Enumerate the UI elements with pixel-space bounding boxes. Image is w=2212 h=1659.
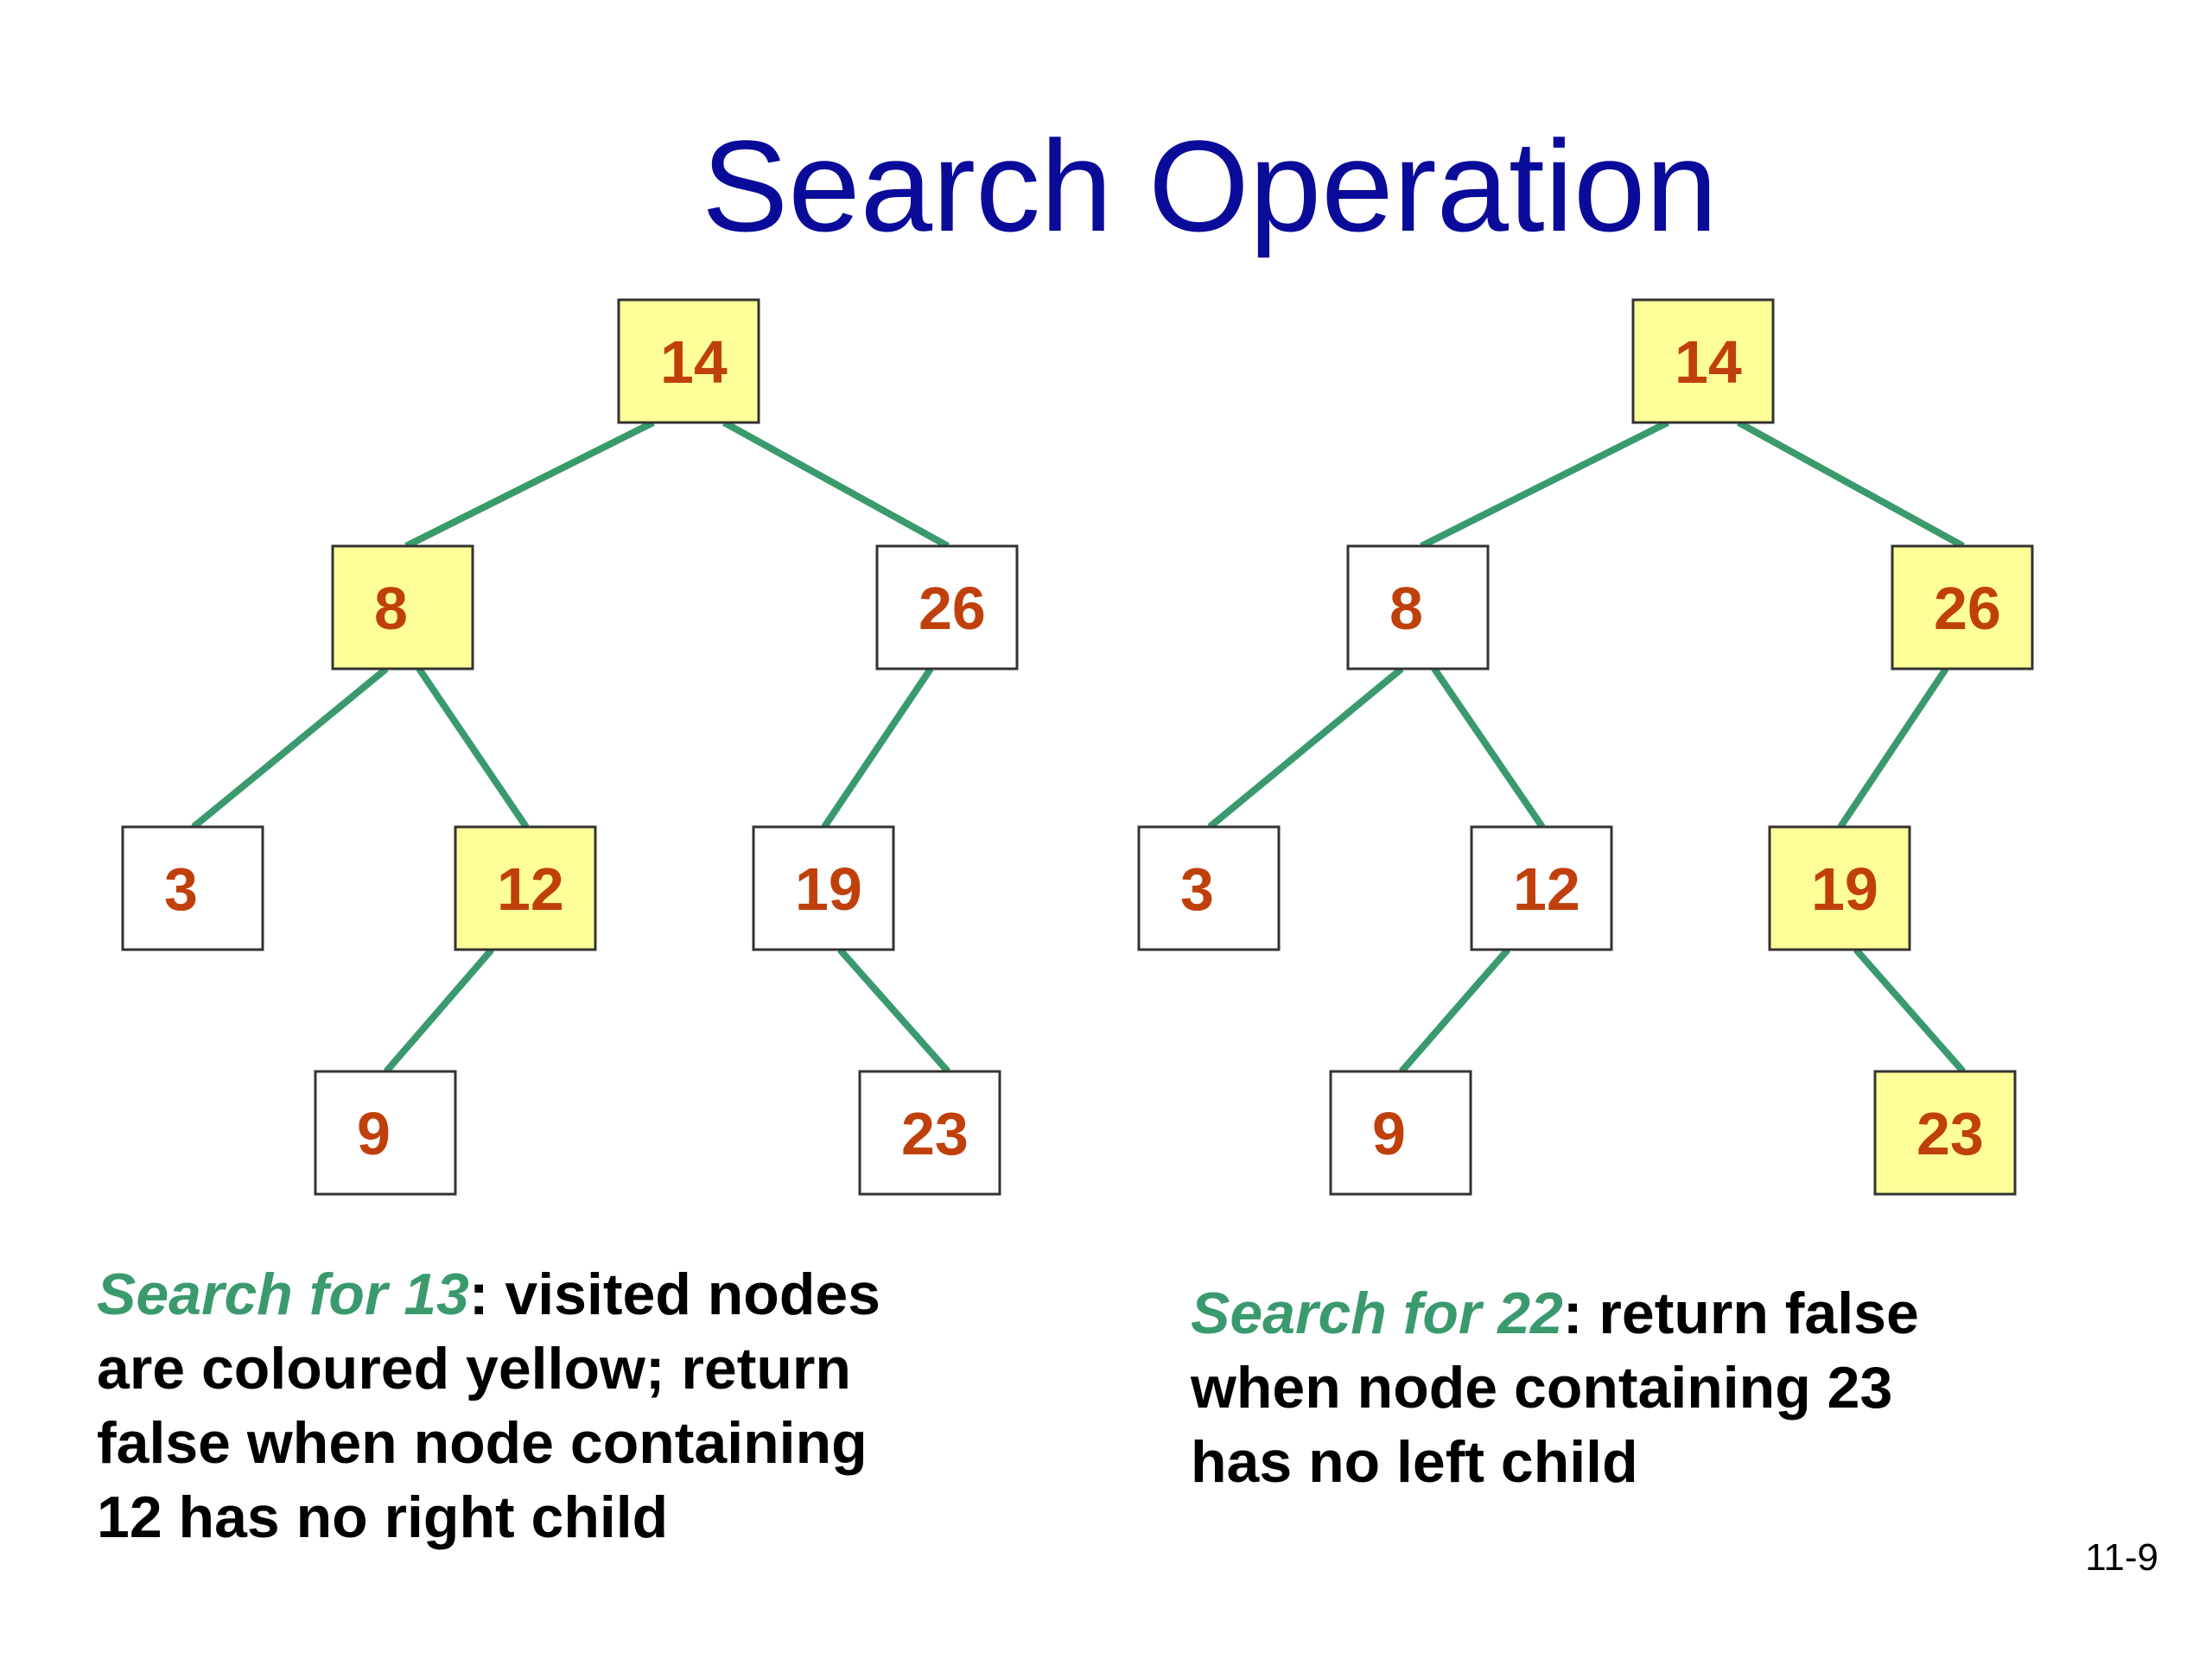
node-left-19: 19 xyxy=(752,825,895,951)
node-label-right-9: 9 xyxy=(1372,1100,1406,1167)
caption-left-line1: : visited nodes xyxy=(468,1262,880,1327)
node-left-23: 23 xyxy=(858,1070,1001,1196)
node-box-right-26 xyxy=(1891,544,2034,671)
tree-left-search-13: 14 8 26 3 12 19 9 23 xyxy=(121,298,1019,1196)
node-label-left-3: 3 xyxy=(164,855,198,923)
node-box-left-8 xyxy=(331,544,474,671)
node-label-left-19: 19 xyxy=(795,855,862,923)
edge-left-26-19 xyxy=(821,666,934,830)
slide-title: Search Operation xyxy=(702,113,1718,258)
node-left-12: 12 xyxy=(454,825,597,951)
edge-right-19-23 xyxy=(1853,947,1967,1074)
node-label-left-12: 12 xyxy=(497,855,564,923)
node-right-8: 8 xyxy=(1346,544,1490,671)
node-right-12: 12 xyxy=(1470,825,1613,951)
node-box-right-23 xyxy=(1873,1070,2017,1196)
node-box-right-14 xyxy=(1631,298,1775,424)
edge-left-19-23 xyxy=(837,947,950,1074)
node-label-right-14: 14 xyxy=(1675,328,1742,396)
edge-right-14-26 xyxy=(1737,419,1965,550)
node-box-left-23 xyxy=(858,1070,1001,1196)
caption-right-line1: : return false xyxy=(1562,1281,1919,1346)
node-label-right-26: 26 xyxy=(1934,575,2001,642)
edge-right-26-19 xyxy=(1837,666,1949,830)
edge-left-14-26 xyxy=(722,419,950,550)
edge-right-8-12 xyxy=(1431,666,1546,830)
edge-left-14-8 xyxy=(404,419,655,550)
node-box-left-3 xyxy=(121,825,264,951)
node-right-9: 9 xyxy=(1329,1070,1472,1196)
caption-search-22: Search for 22: return false when node co… xyxy=(1191,1276,2055,1499)
node-right-23: 23 xyxy=(1873,1070,2017,1196)
tree-right-search-22: 14 8 26 3 12 19 9 23 xyxy=(1137,298,2034,1196)
caption-left-line2: are coloured yellow; return xyxy=(97,1336,851,1402)
node-right-14: 14 xyxy=(1631,298,1775,424)
node-label-right-19: 19 xyxy=(1811,855,1878,923)
node-label-right-8: 8 xyxy=(1389,575,1423,642)
node-label-left-9: 9 xyxy=(357,1100,391,1167)
caption-left-line4: 12 has no right child xyxy=(97,1484,669,1550)
edge-right-8-3 xyxy=(1207,665,1404,830)
caption-left-lead: Search for 13 xyxy=(97,1262,469,1327)
node-left-9: 9 xyxy=(314,1070,457,1196)
node-right-19: 19 xyxy=(1768,825,1911,951)
node-box-right-9 xyxy=(1329,1070,1472,1196)
node-box-left-26 xyxy=(875,544,1019,671)
edge-left-12-9 xyxy=(383,947,495,1074)
node-box-right-3 xyxy=(1137,825,1281,951)
node-box-left-9 xyxy=(314,1070,457,1196)
node-label-left-26: 26 xyxy=(918,575,986,642)
caption-left-line3: false when node containing xyxy=(97,1410,868,1476)
node-right-26: 26 xyxy=(1891,544,2034,671)
node-left-3: 3 xyxy=(121,825,264,951)
edge-right-12-9 xyxy=(1398,947,1511,1074)
node-label-right-23: 23 xyxy=(1916,1100,1984,1167)
node-right-3: 3 xyxy=(1137,825,1281,951)
node-left-8: 8 xyxy=(331,544,474,671)
node-label-left-23: 23 xyxy=(901,1100,969,1167)
node-box-right-8 xyxy=(1346,544,1490,671)
caption-right-lead: Search for 22 xyxy=(1191,1281,1563,1346)
node-box-right-12 xyxy=(1470,825,1613,951)
node-left-26: 26 xyxy=(875,544,1019,671)
edge-left-8-12 xyxy=(416,666,530,830)
edge-right-14-8 xyxy=(1420,419,1669,550)
caption-right-line3: has no left child xyxy=(1191,1429,1638,1495)
node-label-right-3: 3 xyxy=(1180,855,1214,923)
node-label-left-14: 14 xyxy=(660,328,728,396)
node-box-left-14 xyxy=(617,298,760,424)
node-label-left-8: 8 xyxy=(374,575,408,642)
caption-search-13: Search for 13: visited nodes are coloure… xyxy=(97,1257,961,1554)
node-box-right-19 xyxy=(1768,825,1911,951)
edge-left-8-3 xyxy=(191,665,389,830)
caption-right-line2: when node containing 23 xyxy=(1191,1355,1893,1421)
node-box-left-19 xyxy=(752,825,895,951)
node-label-right-12: 12 xyxy=(1513,855,1580,923)
slide-number: 11-9 xyxy=(2085,1536,2158,1579)
node-box-left-12 xyxy=(454,825,597,951)
node-left-14: 14 xyxy=(617,298,760,424)
